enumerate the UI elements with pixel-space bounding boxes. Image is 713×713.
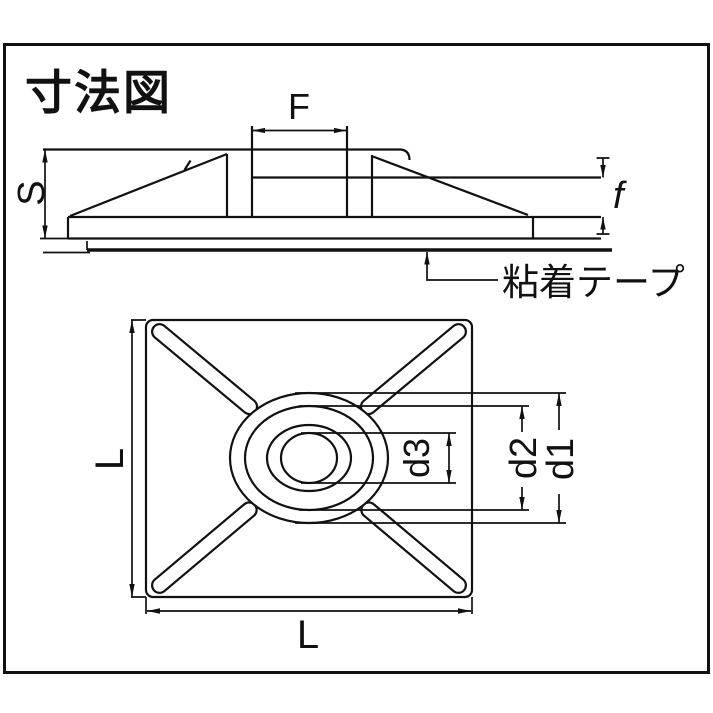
dim-f-arrow-bottom (600, 217, 606, 230)
page-title: 寸法図 (25, 66, 172, 119)
dim-f-arrow-top (600, 165, 606, 178)
dim-L-bottom-label: L (297, 613, 319, 657)
d1-reference-lines (295, 392, 566, 524)
dim-L-bottom-arrow-right (458, 608, 471, 614)
dim-F-arrow-right (334, 127, 347, 134)
dim-F-arrow-left (252, 127, 265, 134)
tape-leader-line (426, 252, 498, 281)
dim-d2-arrow-top (519, 406, 525, 419)
dim-S-label: S (11, 180, 53, 205)
dim-L-bottom-arrow-left (147, 608, 160, 614)
dim-d3-arrow-top (446, 433, 452, 446)
dim-d3-arrow-bottom (446, 470, 452, 483)
top-view: L L d3 d2 d1 (88, 318, 582, 657)
square-extension-lines (131, 319, 473, 614)
dim-S-arrow-bottom (42, 225, 48, 239)
dim-d2-label: d2 (503, 437, 545, 479)
d2-reference-lines (299, 405, 529, 511)
tape-label: 粘着テープ (502, 262, 685, 303)
side-left-slope-tick (183, 159, 192, 171)
dim-f-end-ticks (596, 157, 610, 235)
dim-d3-label: d3 (396, 438, 437, 478)
dim-F-label: F (288, 86, 310, 127)
d3-reference-lines (301, 432, 456, 484)
dim-d2-arrow-bottom (519, 497, 525, 510)
boss-center-hole (279, 431, 339, 485)
dim-d1-arrow-bottom (556, 510, 562, 523)
drawing-border (3, 43, 710, 674)
side-view: F S f 粘着テープ (11, 86, 685, 303)
dim-L-left-arrow-top (129, 320, 135, 333)
side-left-wedge-slope (69, 152, 228, 218)
tape-leader-arrow (424, 252, 430, 265)
dim-d1-label: d1 (540, 438, 582, 480)
dim-L-left-arrow-bottom (129, 584, 135, 597)
side-top-surface-line (43, 148, 411, 161)
dim-d1-arrow-top (556, 393, 562, 406)
dim-L-left-label: L (88, 448, 132, 470)
dim-f-label: f (613, 175, 627, 217)
side-right-wedge-slope (372, 155, 529, 217)
dim-S-arrow-top (42, 149, 48, 163)
